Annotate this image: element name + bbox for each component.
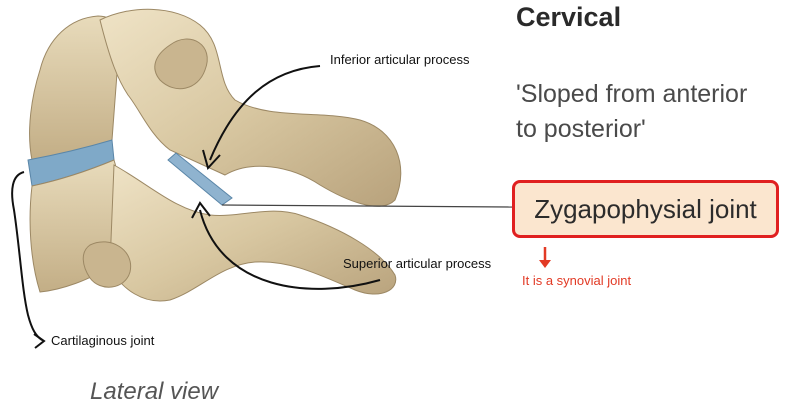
quote-line-1: 'Sloped from anterior [516,80,747,109]
cartilaginous-arrowhead [34,334,44,348]
label-inferior-articular-process: Inferior articular process [330,52,469,67]
note-arrowhead [539,260,551,268]
heading-cervical: Cervical [516,2,621,33]
zygapophysial-joint-label: Zygapophysial joint [534,194,757,225]
quote-line-2: to posterior' [516,115,646,144]
label-cartilaginous-joint: Cartilaginous joint [51,333,154,348]
label-superior-articular-process: Superior articular process [343,256,491,271]
lateral-view-caption: Lateral view [90,378,218,406]
upper-vertebral-arch [100,9,401,206]
zygapophysial-joint-box: Zygapophysial joint [512,180,779,238]
synovial-joint-note: It is a synovial joint [522,273,631,288]
